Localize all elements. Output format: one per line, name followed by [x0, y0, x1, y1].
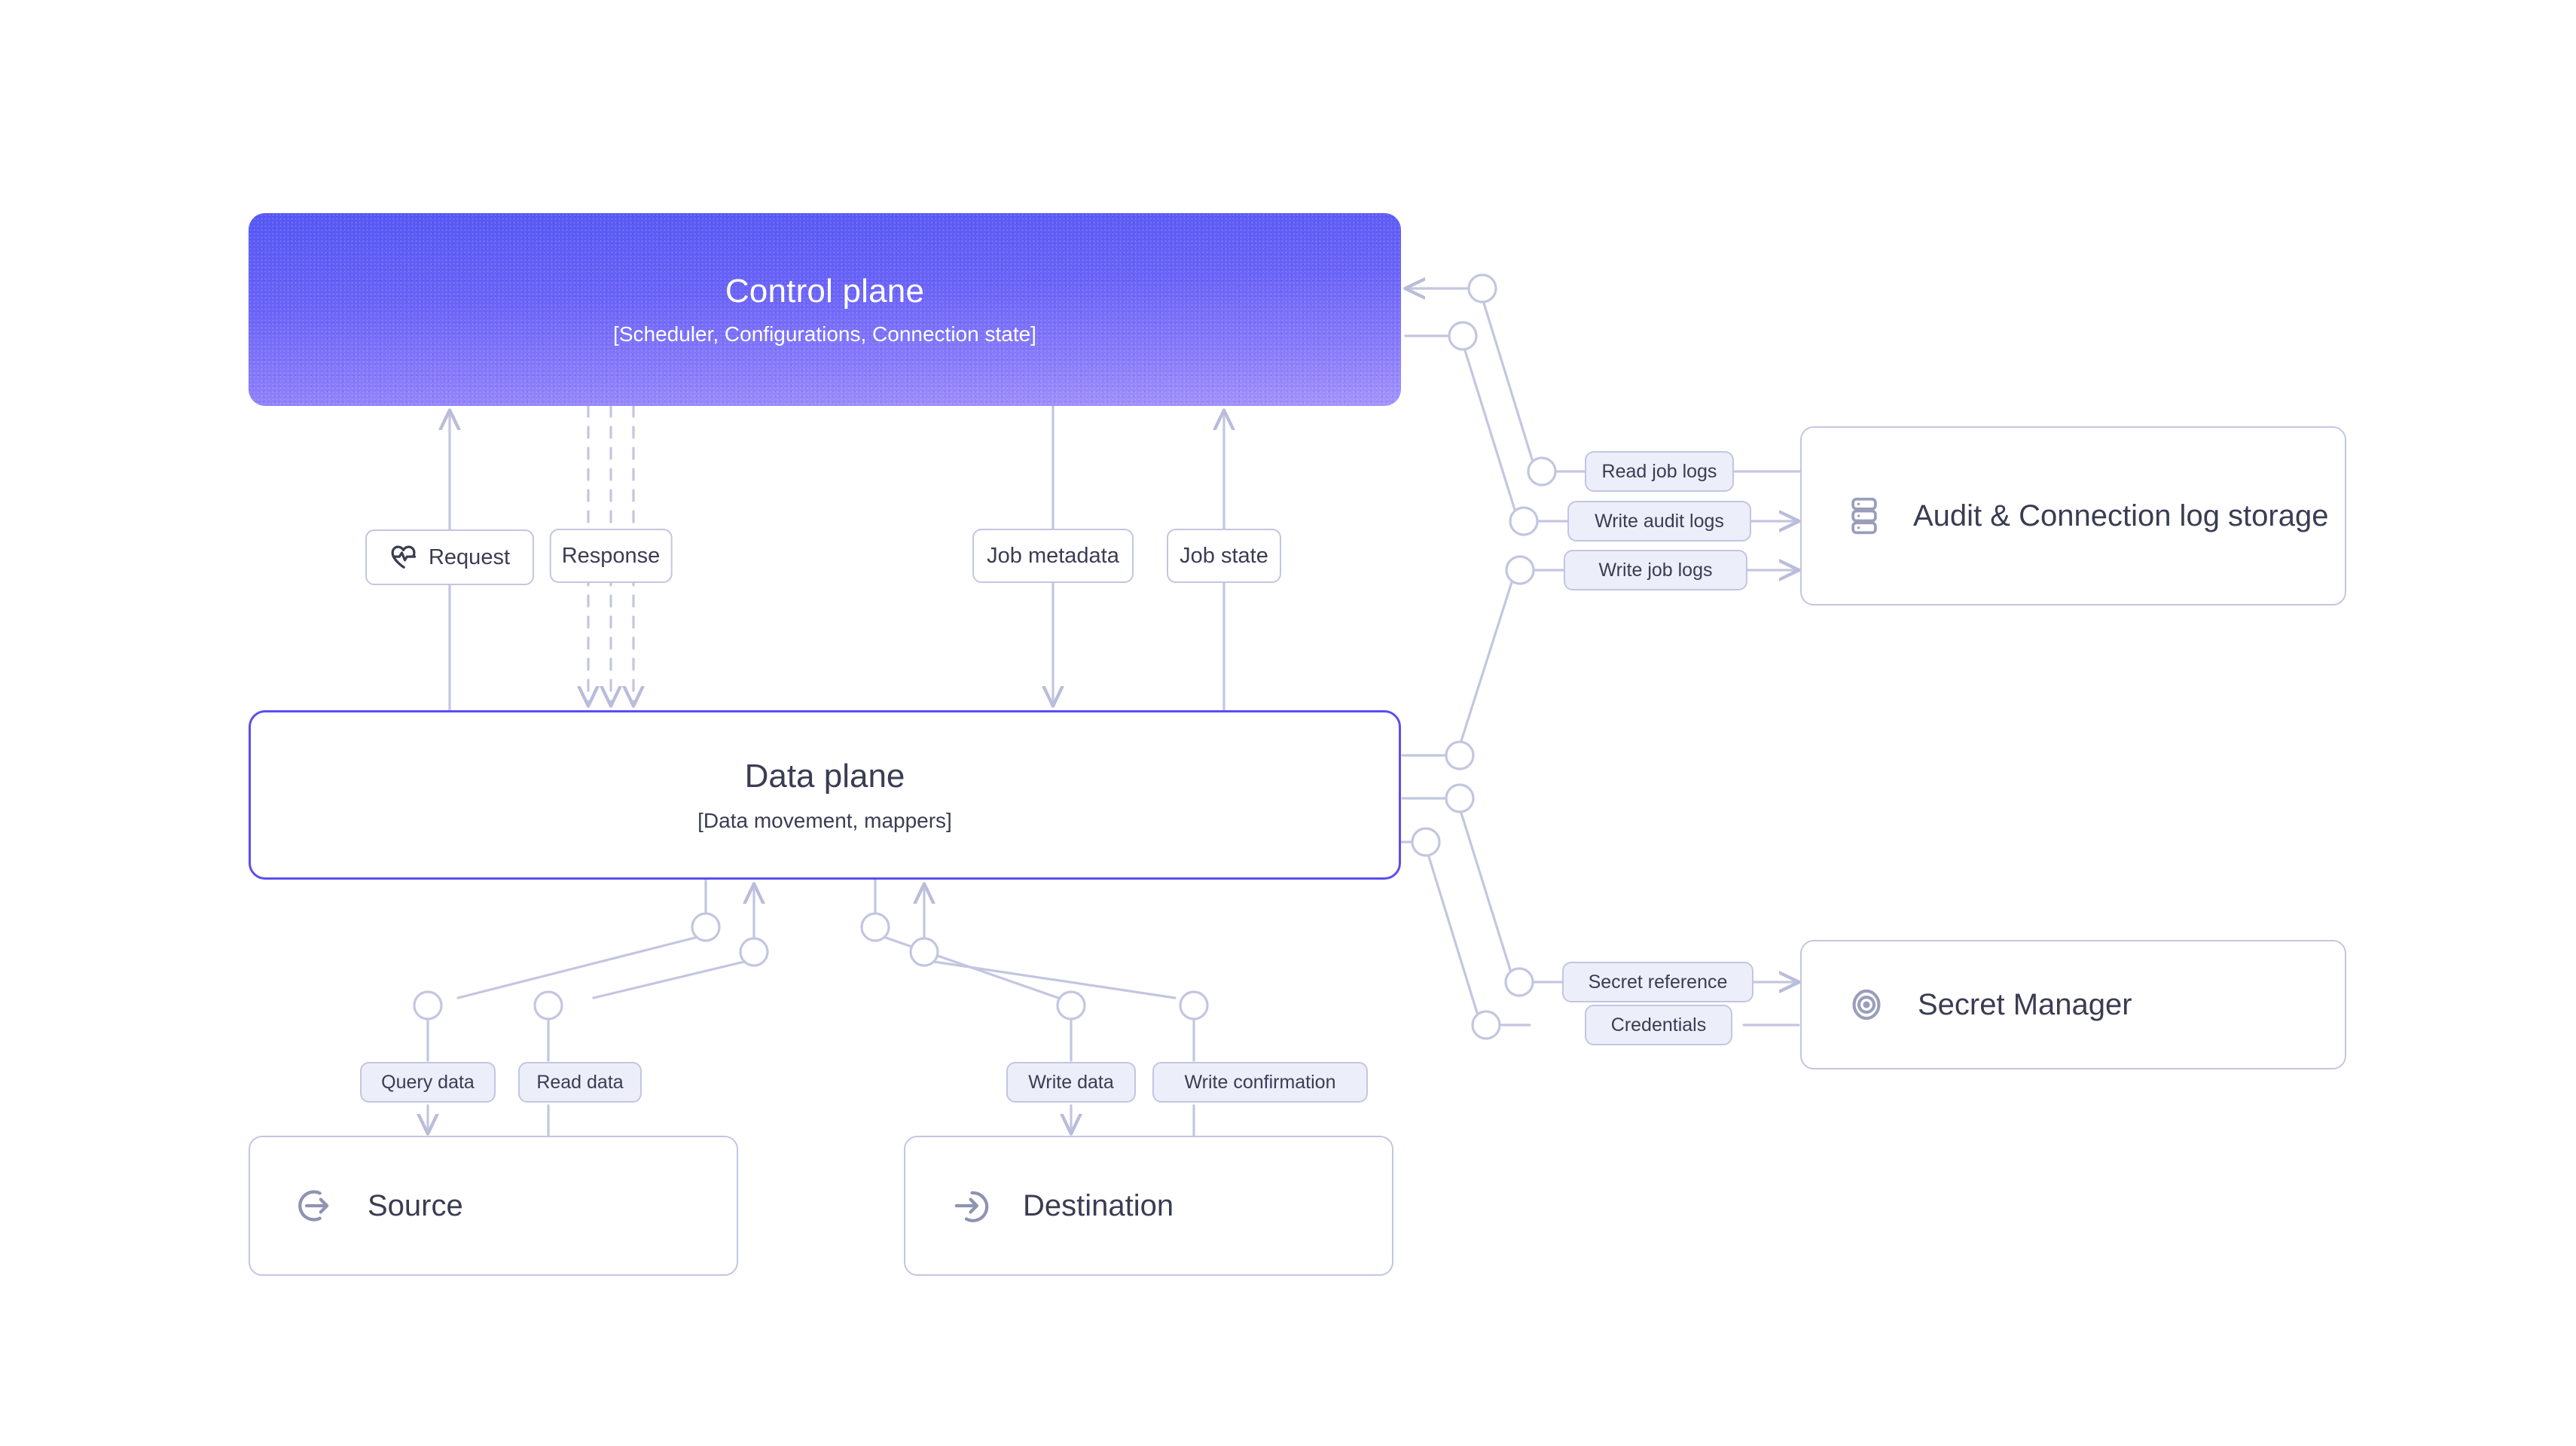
audit-log-storage-node[interactable]: Audit & Connection log storage — [1800, 426, 2346, 606]
chip-job-metadata[interactable]: Job metadata — [972, 529, 1134, 583]
server-stack-icon — [1847, 496, 1882, 535]
chip-job-state[interactable]: Job state — [1167, 529, 1281, 583]
chip-secret-reference-label: Secret reference — [1588, 971, 1728, 993]
edge-read-job-logs-diag — [1481, 297, 1534, 463]
chip-write-data[interactable]: Write data — [1006, 1062, 1136, 1103]
chip-job-state-label: Job state — [1180, 543, 1268, 568]
audit-log-storage-label: Audit & Connection log storage — [1913, 499, 2329, 532]
chip-response-label: Response — [561, 543, 661, 568]
source-label: Source — [368, 1188, 463, 1222]
edge-query-data-diag — [456, 936, 697, 999]
connector-dot — [739, 937, 769, 967]
data-plane-subtitle: [Data movement, mappers] — [697, 808, 952, 832]
connector-dot — [1467, 273, 1497, 304]
connector-dot — [1448, 321, 1478, 351]
eye-target-icon — [1847, 985, 1886, 1024]
connector-dot — [1411, 827, 1441, 857]
arrow-in-circle-icon — [949, 1185, 990, 1226]
chip-request-label: Request — [428, 545, 510, 569]
connector-dot — [1505, 555, 1535, 585]
chip-read-data[interactable]: Read data — [518, 1062, 642, 1103]
heart-pulse-icon — [389, 545, 418, 570]
chip-credentials[interactable]: Credentials — [1585, 1005, 1732, 1045]
chip-read-job-logs-label: Read job logs — [1601, 460, 1717, 482]
control-plane-title: Control plane — [725, 273, 925, 310]
chip-write-audit-logs[interactable]: Write audit logs — [1567, 501, 1751, 541]
chip-write-audit-logs-label: Write audit logs — [1595, 510, 1724, 532]
secret-manager-label: Secret Manager — [1918, 987, 2132, 1021]
chip-read-data-label: Read data — [536, 1071, 624, 1093]
secret-manager-node[interactable]: Secret Manager — [1800, 940, 2346, 1069]
edge-credentials-diag — [1426, 850, 1479, 1017]
connector-dot — [1504, 967, 1534, 997]
connector-dot — [1527, 456, 1557, 487]
connector-dot — [413, 990, 443, 1020]
chip-write-job-logs-label: Write job logs — [1598, 559, 1713, 581]
connector-dot — [533, 990, 563, 1020]
edge-write-confirmation-diag — [932, 960, 1177, 999]
connector-dot — [1056, 990, 1086, 1020]
edge-write-audit-logs-diag — [1462, 344, 1517, 514]
connector-dot — [860, 912, 890, 942]
chip-credentials-label: Credentials — [1610, 1014, 1707, 1036]
chip-write-data-label: Write data — [1028, 1071, 1114, 1093]
chip-job-metadata-label: Job metadata — [987, 543, 1119, 568]
connector-dot — [1445, 740, 1475, 770]
connector-dot — [909, 937, 939, 967]
data-plane-title: Data plane — [744, 757, 905, 795]
destination-node[interactable]: Destination — [904, 1136, 1393, 1276]
connector-dot — [691, 912, 721, 942]
edge-write-job-logs-diag — [1458, 578, 1514, 747]
chip-write-confirmation-label: Write confirmation — [1184, 1071, 1336, 1093]
chip-read-job-logs[interactable]: Read job logs — [1585, 451, 1734, 492]
chip-write-confirmation[interactable]: Write confirmation — [1152, 1062, 1368, 1103]
destination-label: Destination — [1023, 1188, 1174, 1222]
chip-secret-reference[interactable]: Secret reference — [1562, 962, 1753, 1002]
data-plane-node[interactable]: Data plane [Data movement, mappers] — [249, 710, 1401, 880]
chip-request[interactable]: Request — [365, 529, 534, 585]
edge-secret-reference-diag — [1458, 807, 1512, 974]
source-node[interactable]: Source — [249, 1136, 738, 1276]
chip-response[interactable]: Response — [549, 529, 673, 583]
edge-read-data-diag — [592, 960, 746, 999]
control-plane-node[interactable]: Control plane [Scheduler, Configurations… — [249, 213, 1401, 406]
control-plane-subtitle: [Scheduler, Configurations, Connection s… — [613, 322, 1036, 346]
connector-dot — [1509, 506, 1539, 536]
arrow-out-circle-icon — [294, 1185, 334, 1226]
chip-write-job-logs[interactable]: Write job logs — [1564, 550, 1747, 590]
chip-query-data[interactable]: Query data — [360, 1062, 496, 1103]
connector-dot — [1471, 1010, 1501, 1040]
connector-dot — [1445, 783, 1475, 813]
connector-dot — [1179, 990, 1209, 1020]
chip-query-data-label: Query data — [381, 1071, 475, 1093]
